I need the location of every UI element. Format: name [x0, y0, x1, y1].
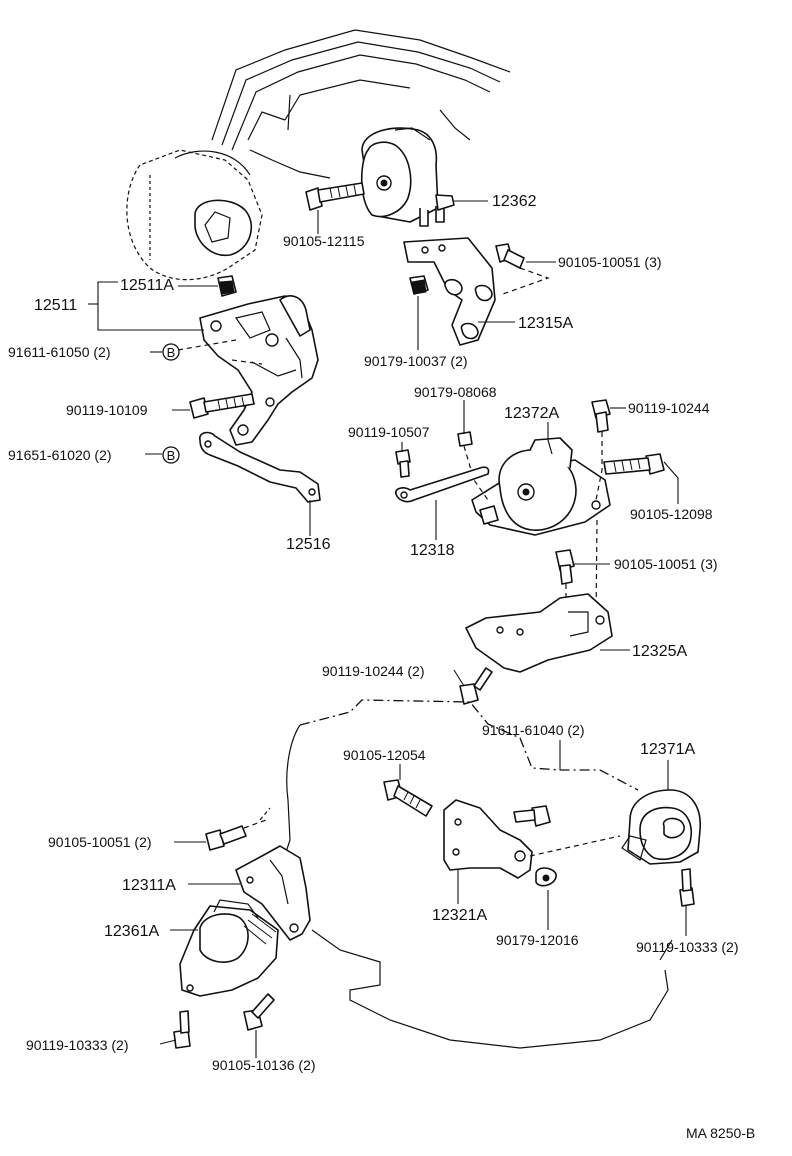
stay-12516: [199, 431, 321, 503]
marker-b1-label: B: [167, 345, 176, 360]
label-90105-12054: 90105-12054: [343, 747, 426, 763]
engine-block-outline: [211, 29, 511, 179]
label-90119-10333-left: 90119-10333 (2): [26, 1037, 128, 1053]
label-12315A: 12315A: [518, 315, 573, 332]
engine-mount-12361A: [179, 899, 279, 997]
label-91611-61050: 91611-61050 (2): [8, 344, 110, 360]
link-12321A-12371A: [529, 835, 621, 857]
marker-b2: B: [162, 446, 180, 464]
bolt-90105-12098: [603, 453, 665, 475]
label-90179-10037: 90179-10037 (2): [364, 353, 468, 369]
label-90179-12016: 90179-12016: [496, 932, 579, 948]
bolt-90119-10244-top: [591, 399, 611, 501]
label-90119-10507: 90119-10507: [348, 424, 430, 440]
bolt-90105-12115: [305, 182, 365, 211]
transaxle-outline: [259, 699, 673, 1049]
bolt-90105-10051-low: [205, 819, 267, 851]
label-91611-61040: 91611-61040 (2): [482, 722, 584, 738]
label-12516: 12516: [286, 536, 331, 553]
label-90105-10051-low: 90105-10051 (2): [48, 834, 152, 850]
label-12371A: 12371A: [640, 741, 695, 758]
label-90105-10051-top: 90105-10051 (3): [558, 254, 662, 270]
leader-90119-10244-mid: [453, 669, 465, 687]
label-12511A: 12511A: [120, 277, 174, 294]
leader-12511-lower: [97, 304, 204, 331]
label-91651-61020: 91651-61020 (2): [8, 447, 112, 463]
plate-12325A: [465, 593, 613, 673]
bolt-90119-10333-right: [679, 868, 695, 907]
nut-90179-08068: [457, 431, 489, 501]
label-90179-08068: 90179-08068: [414, 384, 497, 400]
link-b1: [177, 339, 237, 351]
nut-12511A: [217, 275, 237, 297]
label-90119-10244-mid: 90119-10244 (2): [322, 663, 424, 679]
marker-b1: B: [162, 343, 180, 361]
label-12318: 12318: [410, 542, 455, 559]
engine-mount-12362: [360, 127, 455, 227]
label-12321A: 12321A: [432, 907, 487, 924]
nut-90179-12016: [535, 867, 557, 887]
bolt-90119-10333-left: [173, 1010, 191, 1049]
leader-90119-10333-left: [159, 1039, 177, 1045]
bolt-90105-10136: [243, 993, 275, 1031]
alternator: [126, 149, 263, 281]
nut-90179-10037: [409, 275, 429, 295]
label-12511: 12511: [34, 297, 77, 314]
bolt-91611-61040: [513, 805, 551, 827]
leader-12511-upper: [97, 281, 118, 304]
label-90105-10136: 90105-10136 (2): [212, 1057, 316, 1073]
marker-b2-label: B: [167, 448, 176, 463]
label-90119-10333-right: 90119-10333 (2): [636, 939, 738, 955]
bolt-90119-10507: [395, 449, 411, 478]
leader-90105-12098: [663, 461, 679, 504]
bracket-12511: [199, 295, 319, 446]
label-12311A: 12311A: [122, 877, 176, 894]
label-12362: 12362: [492, 193, 537, 210]
rod-12318: [394, 466, 490, 503]
label-12325A: 12325A: [632, 643, 687, 660]
label-90105-10051-mid: 90105-10051 (3): [614, 556, 718, 572]
bracket-12311A: [235, 845, 311, 941]
diagram-code: MA 8250-B: [686, 1125, 755, 1141]
label-90105-12115: 90105-12115: [283, 233, 365, 249]
label-12372A: 12372A: [504, 405, 559, 422]
bolt-90119-10109: [189, 393, 255, 419]
bolt-90105-12054: [383, 779, 433, 817]
bracket-12315A: [403, 237, 496, 346]
engine-mount-12371A: [621, 789, 701, 865]
label-90105-12098: 90105-12098: [630, 506, 713, 522]
engine-mount-12372A: [471, 437, 611, 536]
label-90119-10109: 90119-10109: [66, 402, 148, 418]
label-90119-10244-top: 90119-10244: [628, 400, 710, 416]
bolt-90119-10244-mid: [459, 667, 493, 705]
bracket-12321A: [443, 799, 533, 879]
bolt-90105-10051-top: [495, 243, 550, 296]
label-12361A: 12361A: [104, 923, 159, 940]
